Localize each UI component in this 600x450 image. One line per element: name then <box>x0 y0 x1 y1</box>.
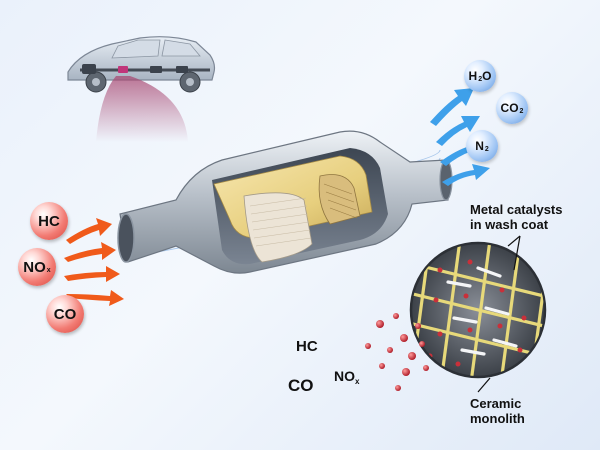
nox-gas-main: NO <box>334 368 355 384</box>
metal-catalysts-line2: in wash coat <box>470 217 549 232</box>
co-input-label: CO <box>53 305 77 323</box>
ceramic-line2: monolith <box>470 411 525 426</box>
co2-output-subscript: 2 <box>519 107 524 115</box>
co2-output-label: CO <box>500 101 519 115</box>
monolith-zoom-circle <box>409 235 547 393</box>
hc-input-label: HC <box>38 212 60 230</box>
n2-output-subscript: 2 <box>484 145 489 153</box>
nox-gas-subscript: x <box>355 377 360 386</box>
metal-catalysts-line1: Metal catalysts <box>470 202 563 217</box>
catalytic-converter <box>117 130 453 274</box>
h2o-output-subscript: 2 <box>478 75 483 83</box>
input-arrows <box>64 218 124 306</box>
hc-gas-label: HC <box>296 338 318 355</box>
ceramic-line1: Ceramic <box>470 396 522 411</box>
gas-molecules <box>365 313 429 391</box>
nox-input-label: NO <box>23 258 46 276</box>
hc-input-ball: HC <box>30 202 68 240</box>
co-input-ball: CO <box>46 295 84 333</box>
n2-output-label: N <box>475 139 484 153</box>
zoom-beam <box>96 76 188 142</box>
nox-input-subscript: x <box>46 266 51 274</box>
h2o-output-label: H <box>468 69 478 83</box>
h2o-output-suffix: O <box>482 69 492 83</box>
co-gas-label: CO <box>288 376 314 395</box>
car-illustration <box>67 36 216 93</box>
ceramic-monolith-label: Ceramic monolith <box>470 396 525 426</box>
nox-gas-label: NOx <box>334 368 360 386</box>
metal-catalysts-label: Metal catalysts in wash coat <box>470 202 563 232</box>
